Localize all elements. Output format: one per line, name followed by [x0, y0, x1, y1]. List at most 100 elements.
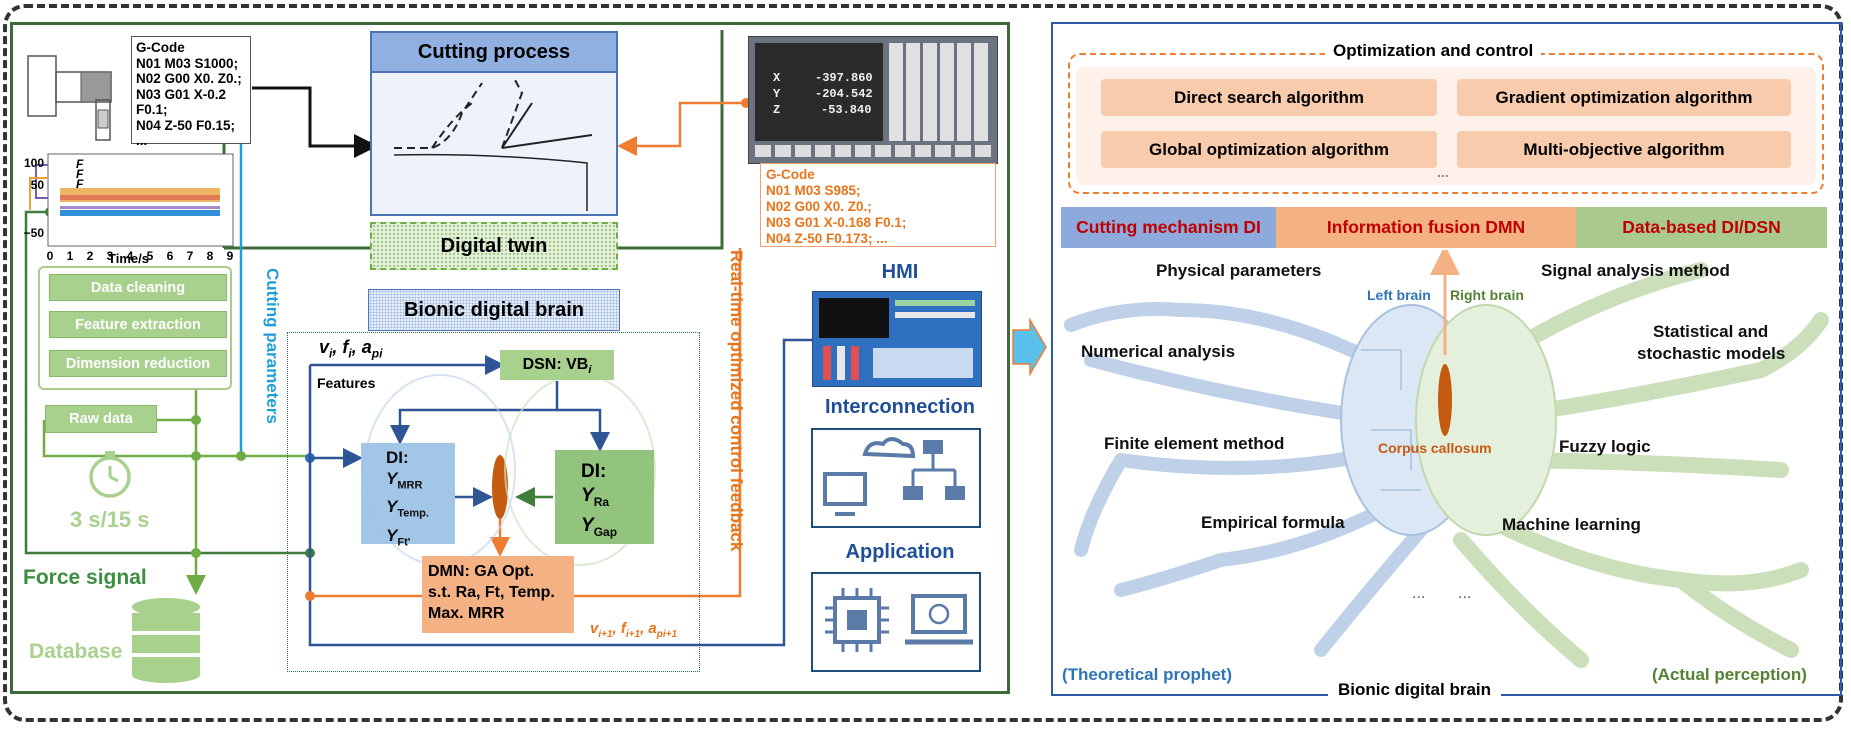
- input-a: a: [361, 337, 372, 357]
- algo-ellipsis: ...: [1437, 164, 1449, 180]
- label-fuzzy-logic: Fuzzy logic: [1559, 437, 1651, 456]
- y-symbol: Y: [386, 469, 398, 488]
- step-dimension-reduction: Dimension reduction: [49, 350, 227, 377]
- coord-y: -204.542: [815, 87, 873, 101]
- x-tick: 3: [107, 249, 114, 263]
- dsn-label: DSN: VB: [522, 356, 589, 373]
- sampling-label: 3 s/15 s: [70, 507, 150, 532]
- band-cutting-mechanism: Cutting mechanism DI: [1061, 207, 1276, 248]
- step-feature-extraction: Feature extraction: [49, 311, 227, 338]
- di-label: DI:: [581, 461, 607, 482]
- application-box: [811, 572, 981, 672]
- y-tick: 100: [24, 156, 44, 170]
- gcode-input-title: G-Code: [136, 40, 185, 55]
- bionic-brain-frame: [287, 332, 700, 672]
- cutting-process-sketch: [370, 71, 618, 216]
- dmn-line: DMN: GA Opt.: [428, 563, 535, 580]
- network-icon: [823, 437, 965, 516]
- raw-data-box: Raw data: [45, 405, 157, 433]
- coord-z: -53.840: [821, 103, 872, 117]
- input-v: v: [319, 337, 330, 357]
- y-tick: −50: [24, 226, 45, 240]
- x-tick: 4: [127, 249, 134, 263]
- features-label: Features: [317, 375, 376, 391]
- gcode-line: F0.1;: [136, 102, 168, 117]
- gcode-line: N04 Z-50 F0.15;: [136, 117, 236, 133]
- actual-perception-label: (Actual perception): [1652, 665, 1807, 684]
- y-sub: Temp.: [397, 507, 429, 520]
- input-f: f: [342, 337, 349, 357]
- axis-y: Y: [773, 87, 781, 101]
- x-axis-label: Time/s: [108, 251, 149, 266]
- lathe-workpiece-sketch: [27, 55, 112, 141]
- algo-global: Global optimization algorithm: [1101, 131, 1437, 168]
- di-label: DI:: [386, 448, 409, 467]
- cnc-keypad: [889, 43, 991, 141]
- x-tick: 1: [67, 249, 74, 263]
- gcode-line: ...: [136, 133, 148, 148]
- label-statistical: Statistical and: [1653, 322, 1769, 341]
- feedback-label: Real-time optimized control feedback: [727, 250, 746, 552]
- cnc-softkeys: [755, 145, 991, 157]
- label-finite-element: Finite element method: [1104, 434, 1285, 453]
- label-physical-parameters: Physical parameters: [1156, 261, 1322, 280]
- dmn-line: s.t. Ra, Ft, Temp.: [428, 584, 555, 601]
- gcode-line: N02 G00 X0. Z0.;: [766, 199, 872, 214]
- left-brain-label: Left brain: [1367, 287, 1431, 303]
- digital-twin-box: Digital twin: [370, 222, 618, 270]
- dsn-box: DSN: VBi: [500, 350, 614, 380]
- label-numerical-analysis: Numerical analysis: [1081, 342, 1236, 361]
- legend-item: F: [76, 157, 84, 171]
- y-tick: 50: [31, 178, 45, 192]
- x-tick: 2: [87, 249, 94, 263]
- cutting-parameters-label: Cutting parameters: [263, 268, 282, 424]
- hmi-screen: [812, 291, 982, 387]
- di-right-box: DI: YRa YGap: [555, 450, 654, 544]
- database-label: Database: [29, 640, 123, 663]
- interconnection-box: [811, 428, 981, 528]
- algo-multi-objective: Multi-objective algorithm: [1457, 131, 1791, 168]
- x-tick: 9: [227, 249, 234, 263]
- right-brain-label: Right brain: [1450, 287, 1524, 303]
- output-a: a: [648, 620, 657, 637]
- optimization-title: Optimization and control: [1325, 41, 1542, 61]
- dmn-box: DMN: GA Opt. s.t. Ra, Ft, Temp. Max. MRR: [422, 556, 574, 633]
- band-data-based: Data-based DI/DSN: [1576, 207, 1827, 248]
- label-stochastic: stochastic models: [1637, 344, 1786, 363]
- gcode-line: N03 G01 X-0.2: [136, 86, 227, 102]
- axis-z: Z: [773, 103, 781, 117]
- y-symbol: Y: [386, 497, 398, 517]
- stopwatch-icon: [89, 451, 131, 498]
- y-sub: Ra: [593, 494, 610, 509]
- algo-gradient: Gradient optimization algorithm: [1457, 79, 1791, 116]
- axis-x: X: [773, 71, 781, 85]
- y-sub: MRR: [397, 479, 423, 492]
- connector-lines: [24, 30, 1047, 647]
- gcode-line: N02 G00 X0. Z0.;: [136, 71, 242, 86]
- y-symbol: Y: [386, 525, 398, 545]
- label-machine-learning: Machine learning: [1502, 515, 1641, 534]
- corpus-callosum-label: Corpus callosum: [1378, 440, 1492, 456]
- outputs-label: vi+1, fi+1, api+1: [590, 620, 678, 640]
- band-information-fusion: Information fusion DMN: [1276, 207, 1576, 248]
- theoretical-prophet-label: (Theoretical prophet): [1062, 665, 1233, 684]
- y-symbol: Y: [581, 514, 594, 536]
- gcode-line: N01 M03 S985;: [766, 183, 861, 198]
- algo-direct-search: Direct search algorithm: [1101, 79, 1437, 116]
- x-tick: 7: [187, 249, 194, 263]
- di-left-box: DI: YMRR YTemp. YFt': [361, 443, 455, 548]
- y-sub: Gap: [593, 524, 618, 539]
- interconnection-title: Interconnection: [824, 396, 975, 418]
- database-icon: [132, 598, 200, 683]
- coord-x: -397.860: [815, 71, 873, 85]
- x-tick: 5: [147, 249, 154, 263]
- cnc-panel: X -397.860 Y -204.542 Z -53.840: [748, 36, 998, 164]
- x-tick: 0: [47, 249, 54, 263]
- label-empirical-formula: Empirical formula: [1201, 513, 1345, 532]
- mindmap-ellipsis: ...: [1412, 585, 1426, 602]
- right-panel-footer: Bionic digital brain: [1328, 680, 1502, 700]
- chip-laptop-icon: [825, 588, 973, 652]
- force-signal-label: Force signal: [23, 566, 147, 589]
